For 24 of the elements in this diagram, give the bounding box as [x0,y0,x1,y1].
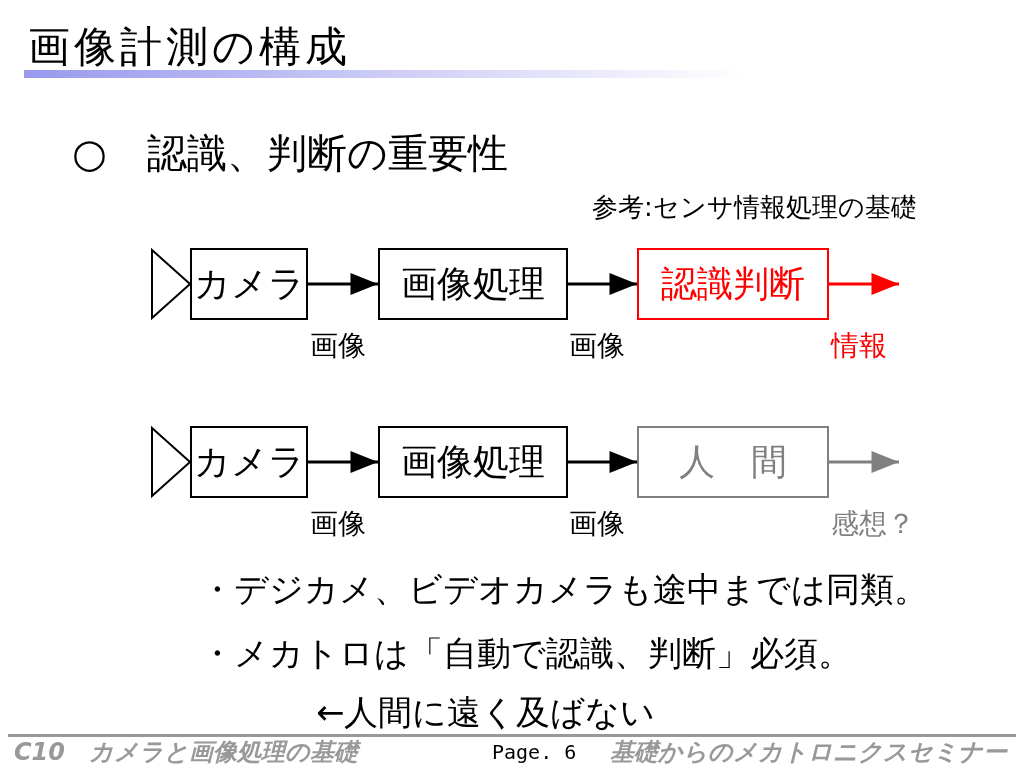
edge-label: 画像 [569,332,625,360]
arrow [829,273,899,295]
edge-label: 情報 [831,332,887,360]
process-box: 認識判断 [637,248,829,320]
footer-text: 基礎からのメカトロニクスセミナー [610,740,1007,764]
section-heading: ○ 認識、判断の重要性 [72,133,508,173]
process-box: 画像処理 [378,248,568,320]
bullet-text: ・デジカメ、ビデオカメラも途中までは同類。 [200,572,928,606]
process-box: 人 間 [637,426,829,498]
edge-label: 画像 [310,332,366,360]
page-number: Page. 6 [492,742,577,762]
note-text: ←人間に遠く及ばない [316,695,656,729]
slide-title: 画像計測の構成 [28,26,351,68]
arrow [568,451,637,473]
arrow [308,273,378,295]
reference-note: 参考:センサ情報処理の基礎 [592,194,917,220]
edge-label: 画像 [310,510,366,538]
arrow [308,451,378,473]
arrow [568,273,637,295]
process-box: 画像処理 [378,426,568,498]
arrow [829,451,899,473]
bullet-text: ・メカトロは「自動で認識、判断」必須。 [200,636,852,670]
edge-label: 画像 [569,510,625,538]
edge-label: 感想？ [831,510,915,538]
